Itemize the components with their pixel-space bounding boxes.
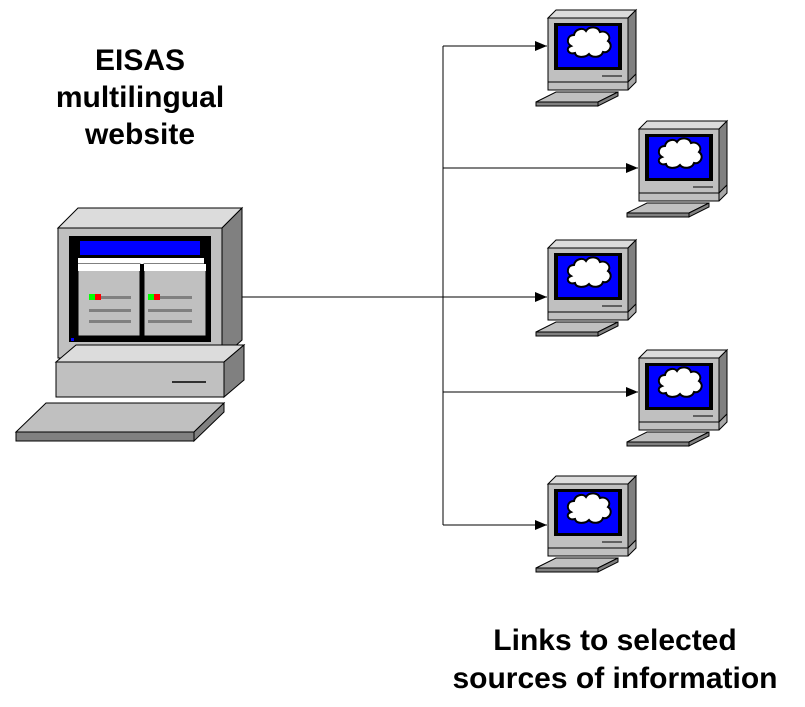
connector-lines	[242, 41, 638, 530]
website-label-line-1: EISAS	[94, 44, 186, 77]
server-computer-icon	[14, 206, 246, 443]
links-label: Links to selected sources of information	[435, 622, 795, 698]
client-computer-icon-5	[535, 475, 637, 573]
links-label-line-1: Links to selected	[493, 624, 737, 657]
website-label-line-3: website	[84, 118, 196, 151]
client-computer-icon-3	[535, 239, 637, 337]
website-label-line-2: multilingual	[55, 81, 225, 114]
client-computer-icon-2	[626, 120, 728, 218]
links-label-line-2: sources of information	[452, 662, 778, 695]
client-computer-icon-1	[535, 9, 637, 107]
website-label: EISAS multilingual website	[20, 42, 260, 153]
client-computer-icon-4	[626, 349, 728, 447]
